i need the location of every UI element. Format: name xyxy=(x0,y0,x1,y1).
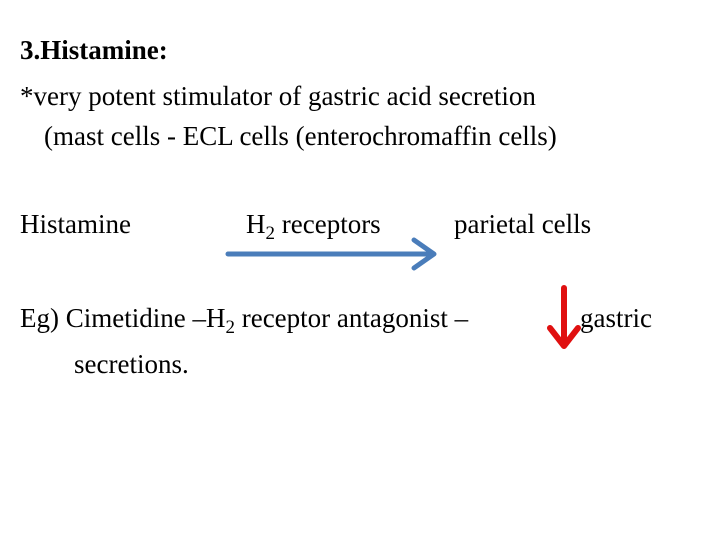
receptor-suffix: receptors xyxy=(275,209,381,239)
example-subscript: 2 xyxy=(225,317,235,338)
bullet-text: *very potent stimulator of gastric acid … xyxy=(20,81,536,111)
receptor-prefix: H xyxy=(246,209,266,239)
example-prefix: Eg) Cimetidine –H xyxy=(20,303,226,333)
slide-title: 3.Histamine: xyxy=(20,35,168,65)
example-suffix: receptor antagonist – xyxy=(234,303,469,333)
receptor-subscript: 2 xyxy=(265,223,276,244)
example-continued: secretions. xyxy=(74,349,189,379)
pathway-target: parietal cells xyxy=(454,209,592,239)
right-arrow-icon xyxy=(225,237,437,271)
example-gastric: gastric xyxy=(580,303,652,333)
pathway-receptor: H2 receptors xyxy=(246,208,381,243)
pathway-source: Histamine xyxy=(20,209,131,239)
example-line: Eg) Cimetidine –H2 receptor antagonist – xyxy=(20,302,469,337)
bullet-text-continued: (mast cells - ECL cells (enterochromaffi… xyxy=(44,121,557,151)
down-arrow-icon xyxy=(547,285,581,349)
